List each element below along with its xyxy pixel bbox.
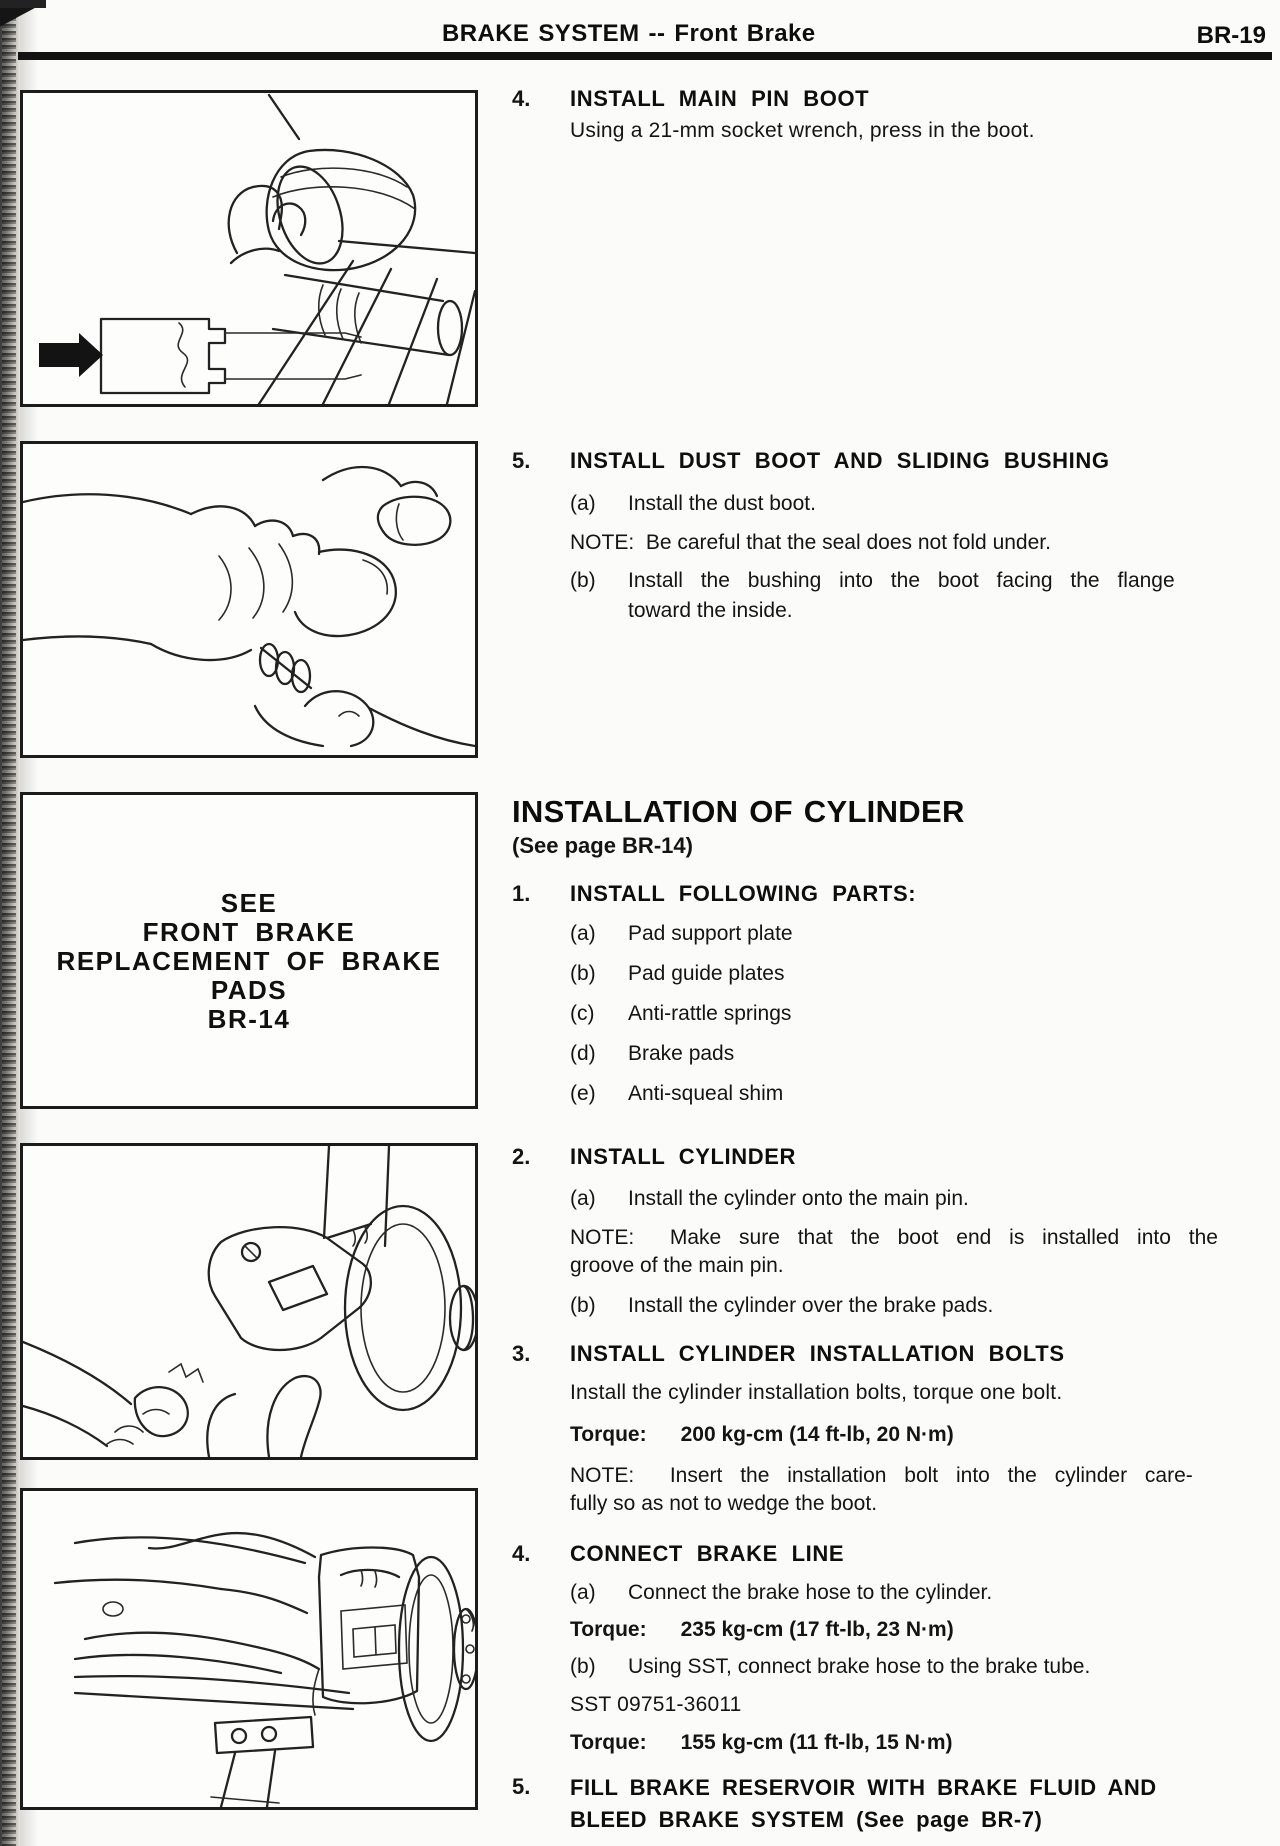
section-title: INSTALL MAIN PIN BOOT (570, 86, 870, 111)
step-a: (a) Install the dust boot. (570, 489, 1252, 519)
step-label: (a) (570, 1187, 596, 1210)
part-label: (c) (570, 1002, 595, 1025)
step-b: (b) Install the bushing into the boot fa… (570, 566, 1252, 626)
step-text: Install the cylinder over the brake pads… (628, 1294, 994, 1317)
press-direction-arrow-icon (39, 333, 103, 377)
section-connect-brake-line: 4. CONNECT BRAKE LINE (a) Connect the br… (512, 1539, 1252, 1758)
note-text: NOTE: Insert the installation bolt into … (570, 1464, 1193, 1515)
brake-line-assembly-illustration (20, 1488, 478, 1810)
torque-label: Torque: (570, 1618, 647, 1641)
step-label: (a) (570, 492, 596, 515)
step-b: (b) Install the cylinder over the brake … (570, 1291, 1252, 1321)
section-number: 1. (512, 881, 531, 906)
step-text: Using SST, connect brake hose to the bra… (628, 1655, 1091, 1678)
step-label: (b) (570, 1294, 596, 1317)
part-text: Brake pads (628, 1042, 735, 1065)
step-text: Install the bushing into the boot facing… (628, 569, 1175, 622)
suspension-caliper-drawing (53, 1531, 475, 1807)
part-text: Anti-rattle springs (628, 1002, 792, 1025)
hand-cylinder-disc-drawing (23, 1146, 475, 1457)
page-title: BRAKE SYSTEM -- Front Brake (442, 20, 816, 47)
torque-label: Torque: (570, 1423, 647, 1446)
torque-value: 155 kg-cm (11 ft-lb, 15 N·m) (680, 1731, 953, 1754)
step-label: (b) (570, 1655, 596, 1678)
step-a: (a) Install the cylinder onto the main p… (570, 1184, 1252, 1214)
socket-wrench-boot-drawing (39, 93, 475, 404)
section-number: 3. (512, 1341, 531, 1366)
section-install-following-parts: 1. INSTALL FOLLOWING PARTS: (a) Pad supp… (512, 879, 1252, 1109)
step-label: (a) (570, 1581, 596, 1604)
torque-spec: Torque: 235 kg-cm (17 ft-lb, 23 N·m) (570, 1615, 1252, 1645)
section-install-main-pin-boot: 4. INSTALL MAIN PIN BOOT Using a 21-mm s… (512, 84, 1252, 146)
see-page-reference: (See page BR-14) (512, 833, 693, 858)
part-item: (e) Anti-squeal shim (570, 1079, 1252, 1109)
step-label: (b) (570, 569, 596, 592)
page-number: BR-19 (1196, 22, 1266, 49)
dust-boot-installation-illustration (20, 441, 478, 758)
main-pin-boot-illustration (20, 90, 478, 407)
section-number: 2. (512, 1144, 531, 1169)
part-item: (d) Brake pads (570, 1039, 1252, 1069)
part-text: Pad guide plates (628, 962, 785, 985)
section-install-cylinder: 2. INSTALL CYLINDER (a) Install the cyli… (512, 1142, 1252, 1321)
note-text: NOTE: Be careful that the seal does not … (570, 531, 1051, 554)
section-title: INSTALL DUST BOOT AND SLIDING BUSHING (570, 448, 1110, 473)
header-rule (18, 52, 1272, 60)
section-title: INSTALL CYLINDER INSTALLATION BOLTS (570, 1341, 1065, 1366)
part-label: (a) (570, 922, 596, 945)
step-text: Install the cylinder onto the main pin. (628, 1187, 969, 1210)
part-label: (d) (570, 1042, 596, 1065)
procedure-title: INSTALLATION OF CYLINDER (512, 794, 965, 829)
part-item: (b) Pad guide plates (570, 959, 1252, 989)
section-title: CONNECT BRAKE LINE (570, 1541, 845, 1566)
torque-value: 235 kg-cm (17 ft-lb, 23 N·m) (680, 1618, 954, 1641)
part-text: Anti-squeal shim (628, 1082, 784, 1105)
part-text: Pad support plate (628, 922, 793, 945)
part-label: (b) (570, 962, 596, 985)
section-body: Using a 21-mm socket wrench, press in th… (570, 119, 1035, 142)
part-item: (a) Pad support plate (570, 919, 1252, 949)
scan-edge-artifact (0, 0, 46, 8)
section-number: 4. (512, 86, 531, 111)
part-item: (c) Anti-rattle springs (570, 999, 1252, 1029)
install-cylinder-illustration (20, 1143, 478, 1460)
step-text: Install the dust boot. (628, 492, 816, 515)
section-install-dust-boot: 5. INSTALL DUST BOOT AND SLIDING BUSHING… (512, 446, 1252, 626)
installation-of-cylinder-heading: INSTALLATION OF CYLINDER (See page BR-14… (512, 794, 1252, 860)
section-body: Install the cylinder installation bolts,… (570, 1381, 1063, 1404)
part-label: (e) (570, 1082, 596, 1105)
step-a: (a) Connect the brake hose to the cylind… (570, 1578, 1252, 1608)
step-text: Connect the brake hose to the cylinder. (628, 1581, 993, 1604)
step-b: (b) Using SST, connect brake hose to the… (570, 1652, 1252, 1682)
torque-spec: Torque: 200 kg-cm (14 ft-lb, 20 N·m) (570, 1420, 1252, 1450)
torque-spec: Torque: 155 kg-cm (11 ft-lb, 15 N·m) (570, 1728, 1252, 1758)
section-install-cylinder-bolts: 3. INSTALL CYLINDER INSTALLATION BOLTS I… (512, 1339, 1252, 1518)
torque-label: Torque: (570, 1731, 647, 1754)
section-title: INSTALL FOLLOWING PARTS: (570, 881, 917, 906)
section-number: 5. (512, 1774, 531, 1799)
section-number: 4. (512, 1541, 531, 1566)
torque-value: 200 kg-cm (14 ft-lb, 20 N·m) (680, 1423, 954, 1446)
section-title: FILL BRAKE RESERVOIR WITH BRAKE FLUID AN… (570, 1775, 1157, 1832)
sst-number: SST 09751-36011 (570, 1693, 742, 1716)
hands-dust-boot-drawing (23, 465, 475, 748)
section-fill-reservoir: 5. FILL BRAKE RESERVOIR WITH BRAKE FLUID… (512, 1772, 1252, 1836)
section-number: 5. (512, 448, 531, 473)
note-text: NOTE: Make sure that the boot end is ins… (570, 1226, 1218, 1277)
binding-texture (2, 0, 16, 1846)
section-title: INSTALL CYLINDER (570, 1144, 797, 1169)
